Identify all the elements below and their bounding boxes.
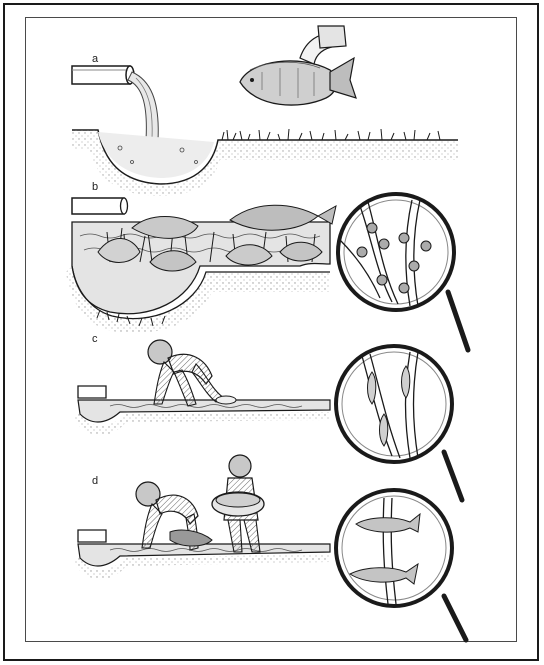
stage-label-d: d xyxy=(92,475,98,487)
grass-a xyxy=(222,129,440,140)
stage-a: a xyxy=(72,26,458,196)
worker-with-bowl xyxy=(212,455,264,552)
stage-b: b xyxy=(66,181,468,350)
worker-figure-c xyxy=(148,340,236,406)
magnifier-larvae-on-plants xyxy=(336,346,462,500)
magnifier-eggs-on-plants xyxy=(338,194,468,350)
stage-label-b: b xyxy=(92,181,98,193)
hand-icon xyxy=(300,26,346,64)
inlet-pipe-c xyxy=(78,386,106,398)
worker-with-net xyxy=(136,482,212,550)
inlet-pipe-d xyxy=(78,530,106,542)
stage-d: d xyxy=(74,455,466,640)
stage-c: c xyxy=(74,333,462,500)
carp-fish-icon xyxy=(240,58,356,105)
stage-label-a: a xyxy=(92,53,99,65)
water-stream xyxy=(128,72,158,140)
stage-label-c: c xyxy=(92,333,98,345)
inlet-pipe-b xyxy=(72,198,128,214)
magnifier-fry xyxy=(336,490,466,640)
inlet-pipe-a xyxy=(72,66,134,84)
